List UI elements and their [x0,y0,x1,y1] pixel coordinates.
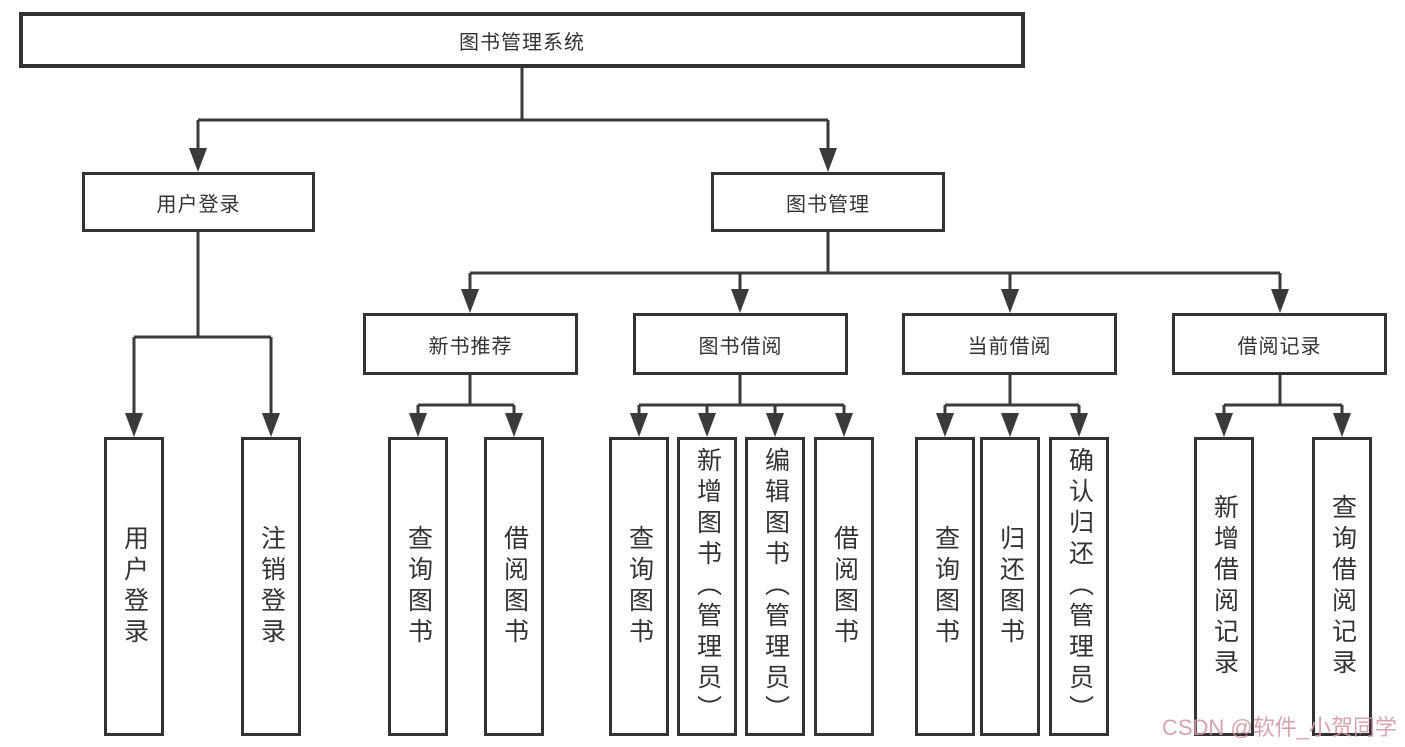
node-borrow-records-label: 借阅记录 [1237,335,1322,358]
node-book-borrow-label: 图书借阅 [698,335,783,358]
leaf-user-login-label: 用户登录 [120,524,149,649]
node-new-book-recommend-label: 新书推荐 [428,335,513,358]
node-current-borrow: 当前借阅 [902,313,1117,375]
leaf-records-add-record: 新增借阅记录 [1194,437,1254,736]
leaf-recommend-query-book: 查询图书 [388,437,448,736]
node-new-book-recommend: 新书推荐 [363,313,578,375]
node-root-label: 图书管理系统 [459,31,585,54]
node-user-login: 用户登录 [82,172,315,232]
node-user-login-label: 用户登录 [156,193,241,216]
leaf-borrow-query-book-label: 查询图书 [625,524,654,649]
node-root: 图书管理系统 [19,12,1025,68]
node-book-management: 图书管理 [711,172,945,232]
leaf-user-login: 用户登录 [104,437,164,736]
node-borrow-records: 借阅记录 [1172,313,1387,375]
leaf-borrow-borrow-book-label: 借阅图书 [830,524,859,649]
leaf-logout-login-label: 注销登录 [257,524,286,649]
leaf-recommend-borrow-book-label: 借阅图书 [500,524,529,649]
leaf-current-return-book-label: 归还图书 [996,524,1025,649]
leaf-borrow-borrow-book: 借阅图书 [814,437,874,736]
node-current-borrow-label: 当前借阅 [967,335,1052,358]
leaf-current-confirm-return-admin-label: 确认归还（管理员） [1065,447,1094,726]
leaf-borrow-add-book-admin: 新增图书（管理员） [677,437,737,736]
leaf-logout-login: 注销登录 [241,437,301,736]
leaf-current-return-book: 归还图书 [980,437,1040,736]
node-book-management-label: 图书管理 [786,193,870,216]
leaf-borrow-query-book: 查询图书 [609,437,669,736]
leaf-recommend-query-book-label: 查询图书 [404,524,433,649]
leaf-borrow-edit-book-admin: 编辑图书（管理员） [745,437,805,736]
leaf-current-query-book: 查询图书 [915,437,975,736]
leaf-recommend-borrow-book: 借阅图书 [484,437,544,736]
leaf-records-query-record-label: 查询借阅记录 [1328,493,1357,680]
leaf-borrow-edit-book-admin-label: 编辑图书（管理员） [761,447,790,726]
leaf-current-query-book-label: 查询图书 [931,524,960,649]
leaf-current-confirm-return-admin: 确认归还（管理员） [1049,437,1109,736]
leaf-records-add-record-label: 新增借阅记录 [1210,493,1239,680]
leaf-borrow-add-book-admin-label: 新增图书（管理员） [693,447,722,726]
node-book-borrow: 图书借阅 [633,313,848,375]
leaf-records-query-record: 查询借阅记录 [1312,437,1372,736]
